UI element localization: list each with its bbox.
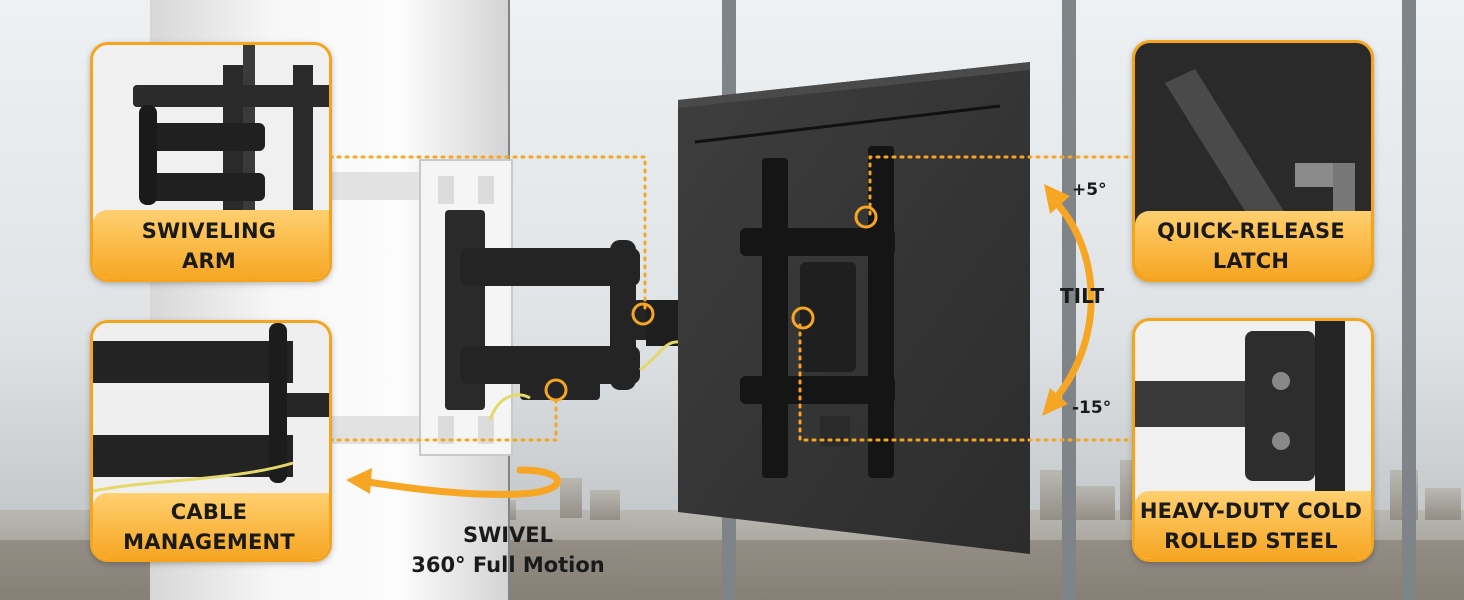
swiveling-arm-label-line2: ARM [182,249,236,273]
swivel-arrow-icon [346,466,561,498]
quick-release-latch-label: QUICK-RELEASE LATCH [1135,216,1367,276]
tilt-down-label: -15° [1072,398,1112,418]
callout-lines [328,155,1137,442]
quick-release-latch-tag [1135,211,1371,279]
cable-management-tag [93,493,329,559]
feature-card-quick-release-latch: QUICK-RELEASE LATCH [1132,40,1374,282]
swiveling-arm-label-line1: SWIVELING [141,219,277,243]
heavy-duty-steel-tag [1135,491,1371,559]
swiveling-arm-label: SWIVELING ARM [93,216,325,276]
tv-brackets [740,146,895,478]
wall-plate [419,159,513,456]
swivel-label: SWIVEL 360° Full Motion [388,520,628,580]
feature-card-heavy-duty-steel: HEAVY-DUTY COLD ROLLED STEEL [1132,318,1374,562]
tilt-arrow-icon [1042,184,1095,416]
heavy-duty-steel-label-line1: HEAVY-DUTY COLD [1139,499,1363,523]
cable-management-label: CABLE MANAGEMENT [93,497,325,557]
tilt-up-label: +5° [1072,180,1107,200]
swivel-label-line1: SWIVEL [462,523,554,547]
quick-release-latch-label-line1: QUICK-RELEASE [1157,219,1345,243]
swiveling-arm-tag [93,210,329,279]
feature-card-swiveling-arm: SWIVELING ARM [90,42,332,282]
feature-card-cable-management: CABLE MANAGEMENT [90,320,332,562]
heavy-duty-steel-label: HEAVY-DUTY COLD ROLLED STEEL [1135,496,1367,556]
cable-management-label-line1: CABLE [170,500,248,524]
tilt-label: TILT [1060,284,1105,308]
heavy-duty-steel-label-line2: ROLLED STEEL [1164,529,1338,553]
quick-release-latch-label-line2: LATCH [1212,249,1290,273]
callout-circles [544,205,878,402]
swivel-label-line2: 360° Full Motion [411,553,605,577]
cable-management-label-line2: MANAGEMENT [123,530,295,554]
